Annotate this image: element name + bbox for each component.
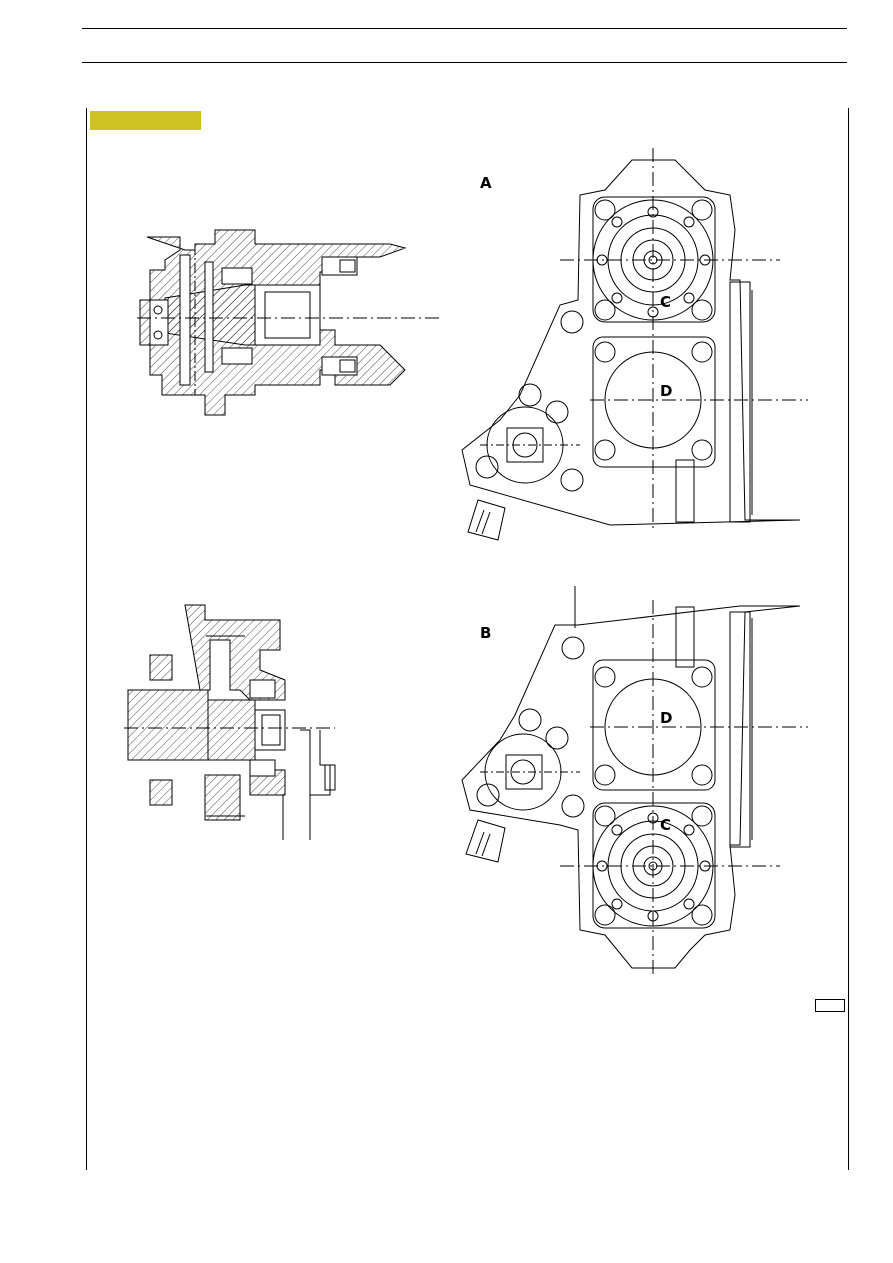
view-b-label-d: D [660,709,673,727]
header-top-rule [82,28,847,29]
view-b-label: B [480,624,492,642]
view-a-drawing [461,148,808,541]
section-drawing-lower [124,604,336,840]
header-bottom-rule [82,62,847,63]
left-margin-rule [86,108,87,1170]
figure-number-box [815,999,845,1012]
section-drawing-upper [137,229,440,416]
view-b-drawing [461,586,808,978]
view-a-label: A [480,174,492,192]
view-a-label-d: D [660,382,673,400]
view-a-label-c: C [660,293,672,311]
right-margin-rule [848,108,849,1170]
view-b-label-c: C [660,816,672,834]
section-tag [90,111,201,130]
